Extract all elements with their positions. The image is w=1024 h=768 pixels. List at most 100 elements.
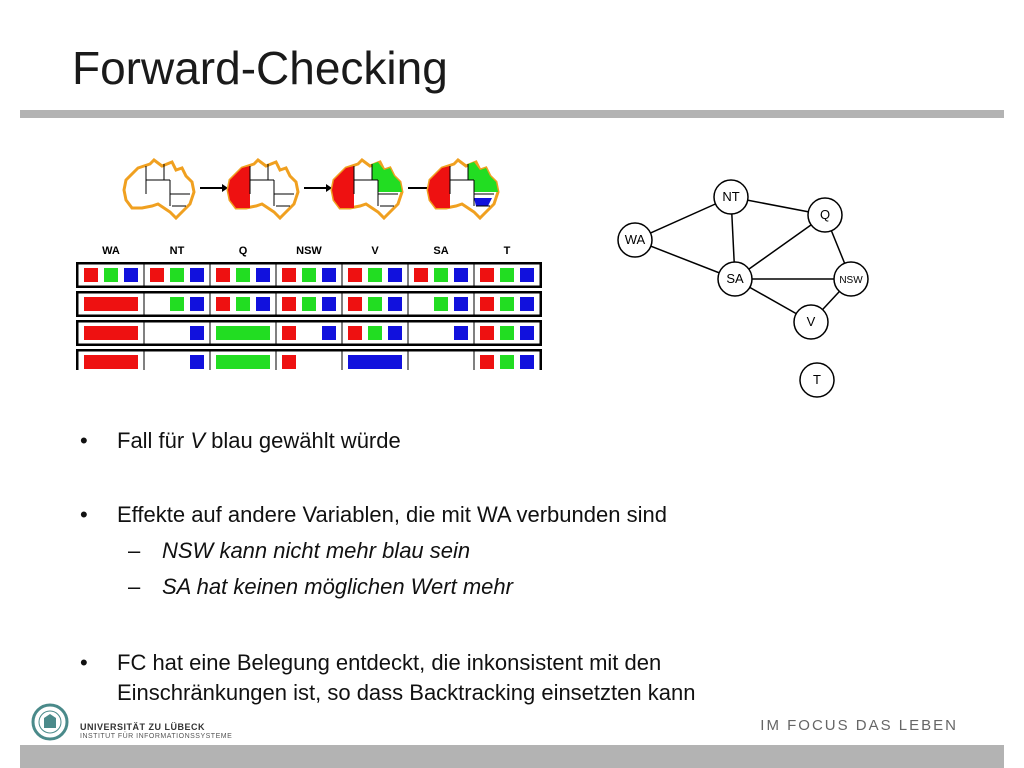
domain-value-red (348, 326, 362, 340)
column-header-v: V (371, 245, 379, 257)
dash-symbol: – (128, 538, 141, 563)
domain-value-blue (348, 355, 402, 369)
domain-value-green (500, 268, 514, 282)
column-header-nsw: NSW (296, 245, 322, 257)
domain-value-blue (388, 326, 402, 340)
graph-node-label: WA (625, 232, 646, 247)
sub-bullet-text: SA hat keinen möglichen Wert mehr (162, 574, 513, 599)
bullet-text-pre: Fall für (117, 428, 191, 453)
domain-value-blue (454, 326, 468, 340)
domain-value-blue (322, 268, 336, 282)
domain-value-blue (520, 326, 534, 340)
domain-value-blue (322, 326, 336, 340)
domain-value-green (500, 355, 514, 369)
graph-node-wa (617, 222, 653, 258)
domain-value-red (348, 268, 362, 282)
bullet-text-post: blau gewählt würde (205, 428, 401, 453)
domain-value-red (84, 268, 98, 282)
domain-value-blue (256, 297, 270, 311)
domain-value-red (84, 297, 138, 311)
bullet-symbol: • (80, 650, 88, 675)
graph-node-q (807, 197, 843, 233)
domain-value-red (348, 297, 362, 311)
bullet-text-em: V (190, 428, 206, 453)
column-header-nt: NT (170, 245, 185, 257)
domain-value-blue (454, 268, 468, 282)
domain-value-red (282, 326, 296, 340)
domain-value-green (104, 268, 118, 282)
domain-cell (407, 350, 475, 370)
graph-node-v (793, 304, 829, 340)
institute-name: INSTITUT FÜR INFORMATIONSSYSTEME (80, 733, 233, 740)
graph-node-label: Q (820, 207, 830, 222)
domain-value-red (216, 268, 230, 282)
map-4 (426, 158, 500, 220)
university-name: UNIVERSITÄT ZU LÜBECK (80, 722, 205, 732)
domain-value-red (414, 268, 428, 282)
map-1 (122, 158, 196, 220)
domain-value-green (368, 326, 382, 340)
domain-value-blue (520, 297, 534, 311)
domain-value-red (282, 297, 296, 311)
domain-value-green (216, 326, 270, 340)
dash-symbol: – (128, 574, 141, 599)
column-header-q: Q (239, 245, 248, 257)
title-divider (20, 110, 1004, 118)
column-header-wa: WA (102, 245, 120, 257)
domain-value-red (84, 326, 138, 340)
graph-node-label: SA (726, 271, 744, 286)
domain-value-green (236, 297, 250, 311)
graph-node-label: V (807, 314, 816, 329)
domain-value-blue (190, 297, 204, 311)
domain-value-green (302, 297, 316, 311)
domain-value-green (500, 326, 514, 340)
domain-value-red (480, 355, 494, 369)
domain-value-red (480, 268, 494, 282)
graph-node-label: NSW (839, 275, 863, 286)
domain-value-blue (388, 268, 402, 282)
domain-value-blue (124, 268, 138, 282)
map-2 (226, 158, 300, 220)
domain-value-red (282, 268, 296, 282)
domain-value-red (150, 268, 164, 282)
domain-value-blue (256, 268, 270, 282)
domain-value-green (434, 297, 448, 311)
domain-value-green (368, 297, 382, 311)
domain-value-blue (190, 268, 204, 282)
graph-edge (734, 214, 826, 280)
domain-value-blue (520, 355, 534, 369)
domain-table: WA NT Q NSW V SA T (76, 245, 542, 370)
slide-title: Forward-Checking (72, 42, 448, 94)
domain-value-blue (388, 297, 402, 311)
footer-bar (20, 745, 1004, 768)
column-header-t: T (504, 245, 511, 257)
constraint-graph: WA NT Q SA NSW V T (617, 179, 869, 398)
slogan: IM FOCUS DAS LEBEN (760, 717, 958, 734)
domain-value-red (282, 355, 296, 369)
column-header-sa: SA (433, 245, 448, 257)
map-3 (330, 158, 404, 220)
domain-value-red (480, 297, 494, 311)
domain-value-green (236, 268, 250, 282)
graph-node-sa (717, 261, 753, 297)
domain-value-green (216, 355, 270, 369)
domain-value-blue (190, 355, 204, 369)
domain-value-red (216, 297, 230, 311)
domain-value-blue (454, 297, 468, 311)
domain-value-green (170, 268, 184, 282)
domain-value-red (480, 326, 494, 340)
domain-value-red (84, 355, 138, 369)
sub-bullet-text: NSW kann nicht mehr blau sein (162, 538, 471, 563)
domain-value-blue (190, 326, 204, 340)
university-seal-logo (31, 703, 69, 741)
graph-node-label: NT (722, 189, 739, 204)
domain-value-blue (520, 268, 534, 282)
graph-node-label: T (813, 372, 821, 387)
domain-value-green (302, 268, 316, 282)
domain-value-green (434, 268, 448, 282)
bullet-text: Effekte auf andere Variablen, die mit WA… (117, 502, 667, 527)
domain-value-blue (322, 297, 336, 311)
domain-value-green (170, 297, 184, 311)
bullet-symbol: • (80, 428, 88, 453)
bullet-text: FC hat eine Belegung entdeckt, die inkon… (117, 650, 696, 705)
